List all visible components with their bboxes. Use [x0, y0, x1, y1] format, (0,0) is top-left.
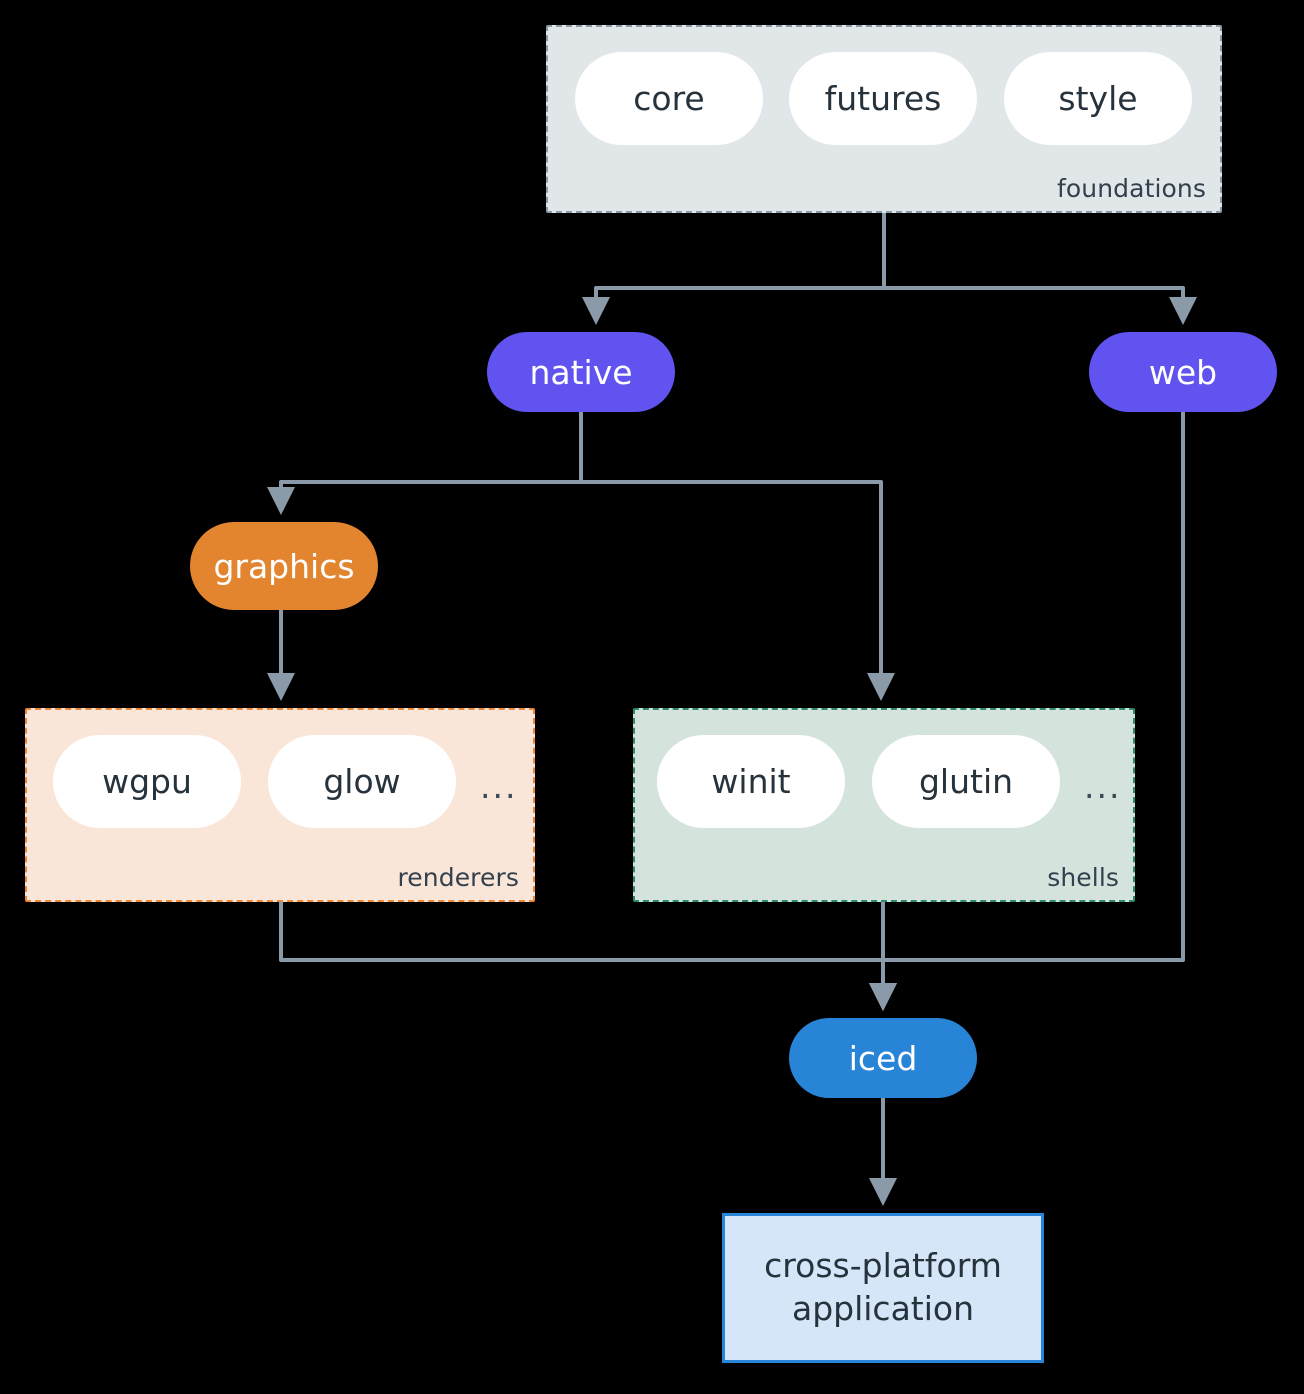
node-iced-label: iced: [848, 1038, 918, 1078]
node-cross-platform-application[interactable]: cross-platform application: [722, 1213, 1044, 1363]
node-graphics-label: graphics: [213, 546, 355, 586]
node-core-label: core: [633, 79, 705, 118]
node-web-label: web: [1148, 352, 1218, 392]
edge-native-shells: [579, 410, 895, 701]
edge-foundations-web: [882, 212, 1197, 325]
edge-renderers-iced: [279, 900, 897, 1011]
node-style-label: style: [1058, 79, 1138, 118]
node-core[interactable]: core: [575, 52, 763, 145]
node-futures-label: futures: [824, 79, 942, 118]
application-label-line1: cross-platform: [764, 1246, 1002, 1286]
cluster-foundations[interactable]: core futures style foundations: [546, 25, 1222, 213]
node-native[interactable]: native: [487, 332, 675, 412]
node-winit-label: winit: [711, 762, 791, 801]
node-iced[interactable]: iced: [789, 1018, 977, 1098]
cluster-foundations-label: foundations: [1057, 174, 1206, 203]
node-futures[interactable]: futures: [789, 52, 977, 145]
node-wgpu-label: wgpu: [102, 762, 192, 801]
edge-foundations-native: [582, 212, 886, 325]
node-style[interactable]: style: [1004, 52, 1192, 145]
cluster-renderers[interactable]: wgpu glow ... renderers: [25, 708, 535, 902]
node-graphics[interactable]: graphics: [190, 522, 378, 610]
node-glow-label: glow: [323, 762, 401, 801]
node-native-label: native: [529, 352, 633, 392]
node-glow[interactable]: glow: [268, 735, 456, 828]
cluster-shells[interactable]: winit glutin ... shells: [633, 708, 1135, 902]
node-wgpu[interactable]: wgpu: [53, 735, 241, 828]
edge-native-graphics: [267, 410, 583, 515]
cluster-renderers-label: renderers: [397, 863, 519, 892]
renderers-overflow-ellipsis: ...: [480, 767, 518, 806]
node-winit[interactable]: winit: [657, 735, 845, 828]
node-web[interactable]: web: [1089, 332, 1277, 412]
node-glutin-label: glutin: [918, 762, 1014, 801]
shells-overflow-ellipsis: ...: [1084, 767, 1122, 806]
node-glutin[interactable]: glutin: [872, 735, 1060, 828]
application-label-line2: application: [791, 1289, 975, 1328]
cluster-shells-label: shells: [1047, 863, 1119, 892]
